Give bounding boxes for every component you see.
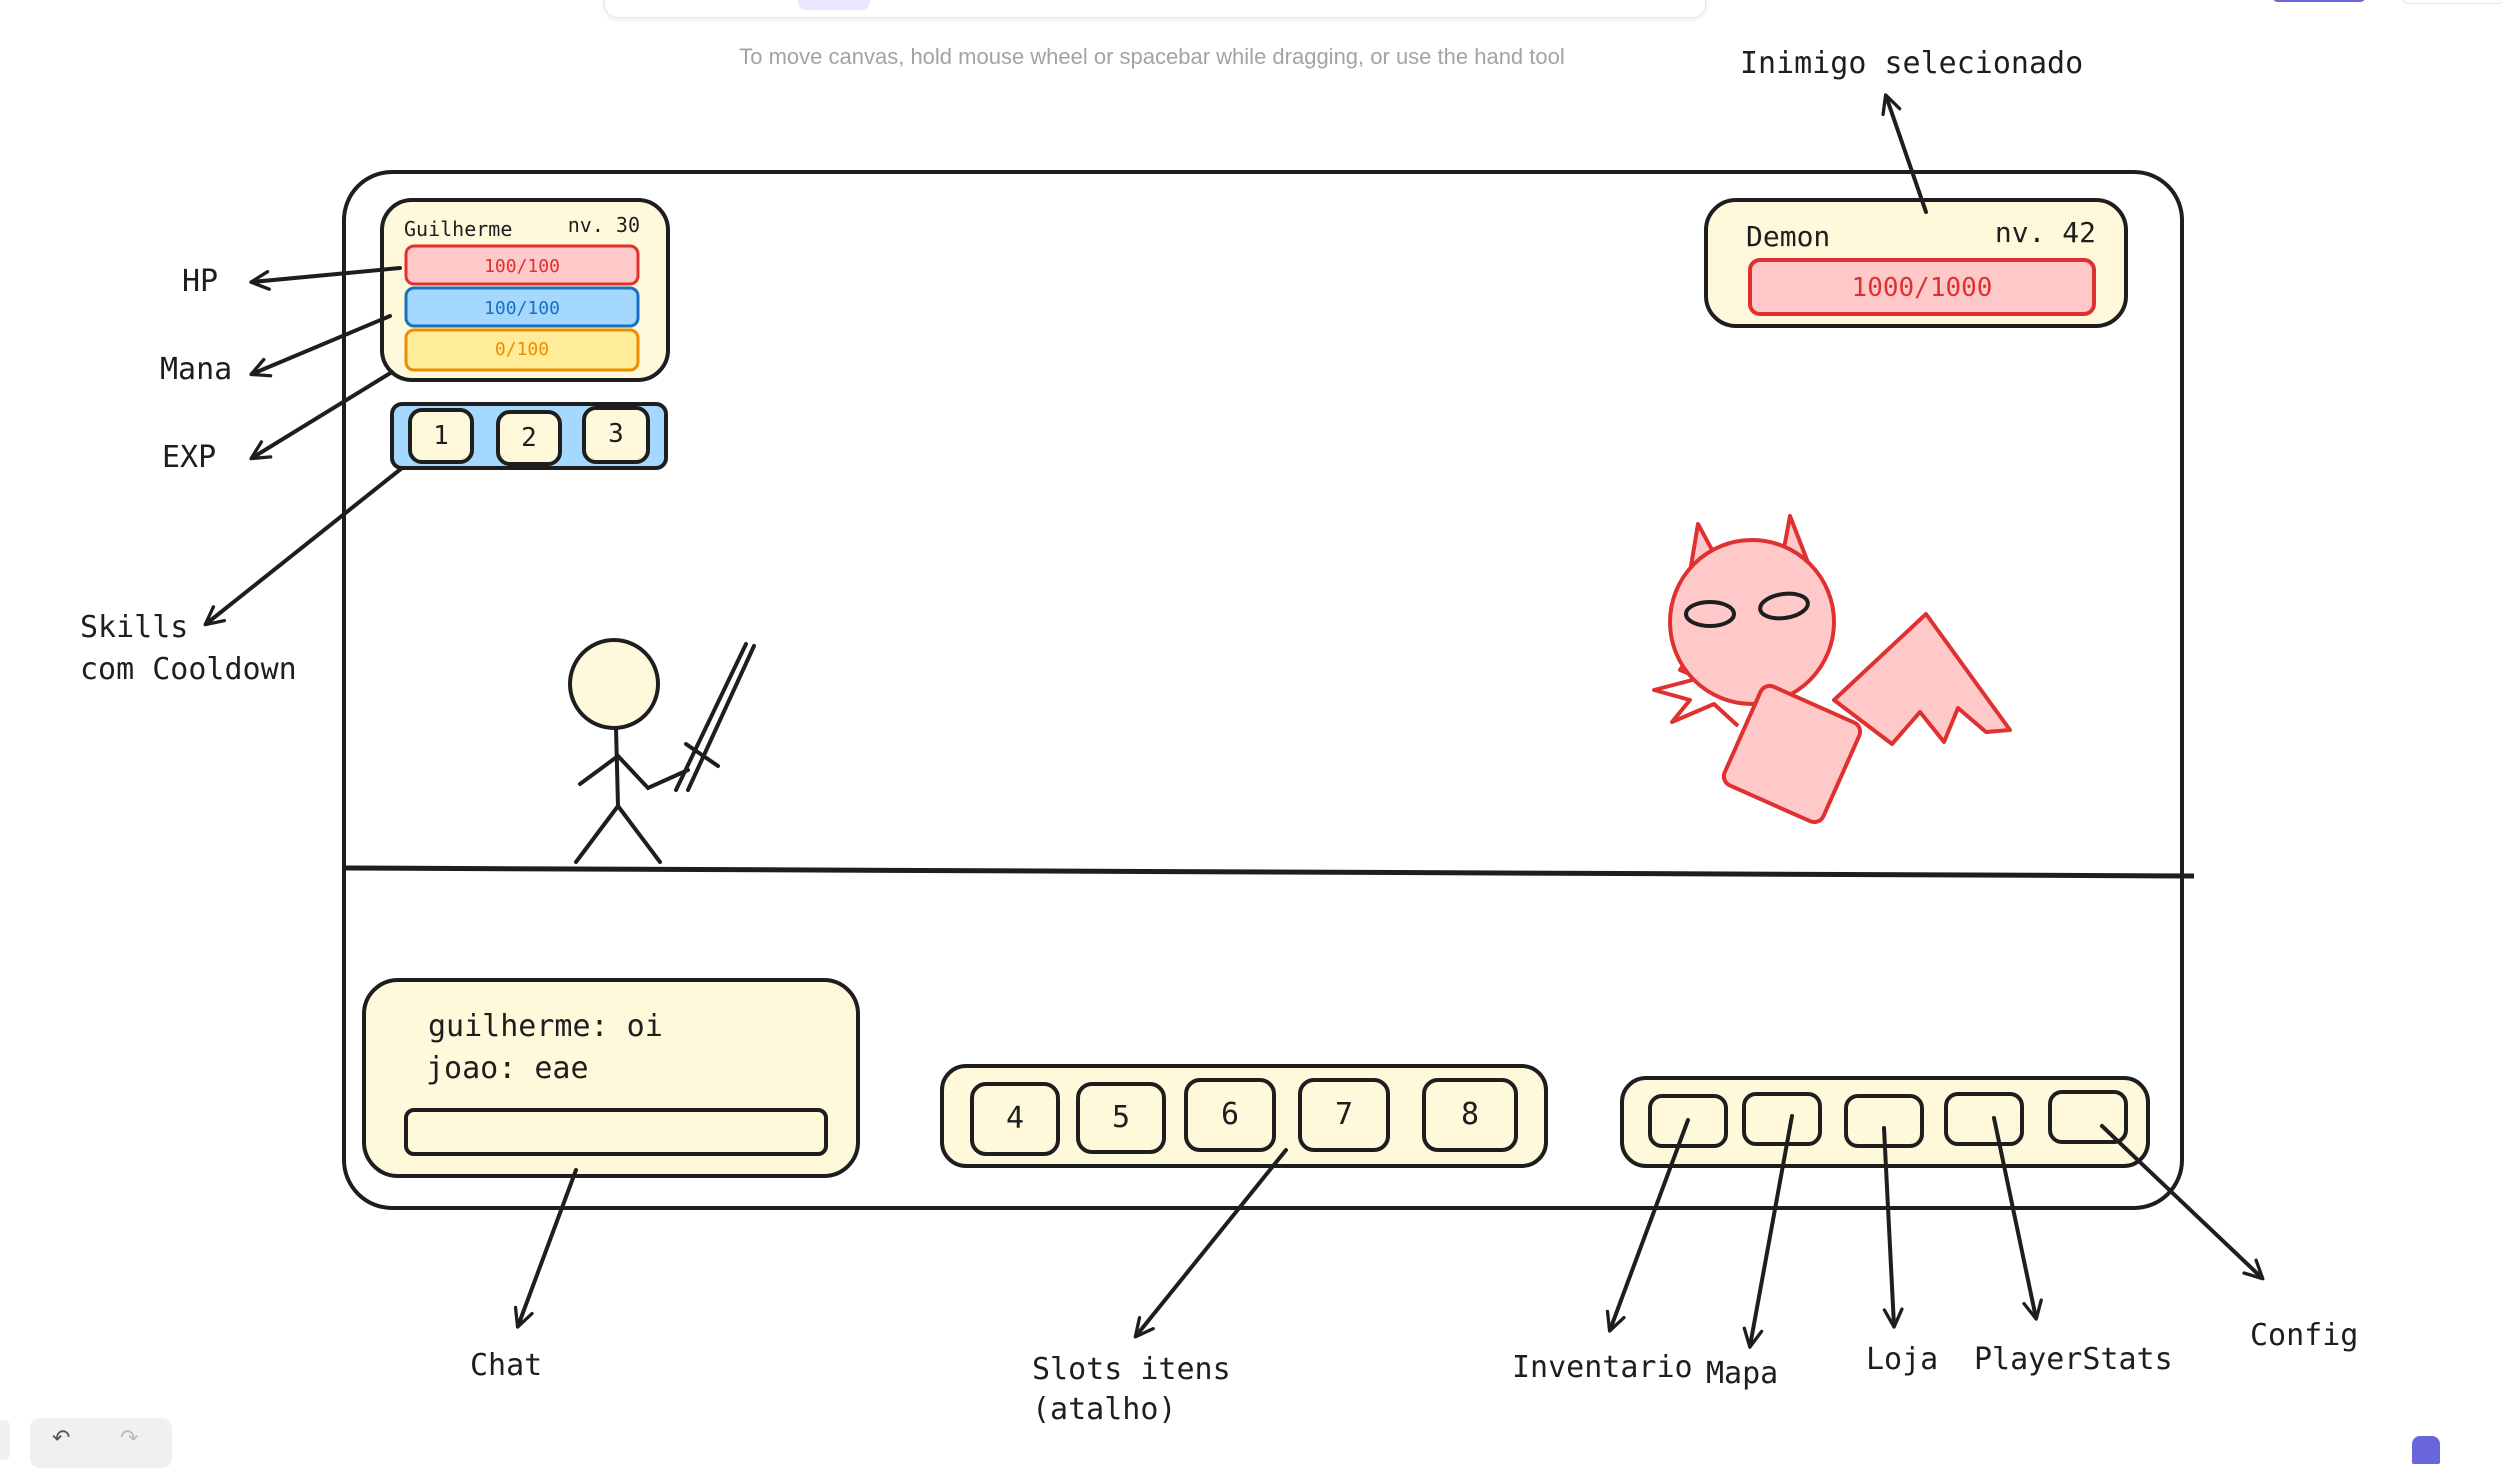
ground-line bbox=[343, 865, 2195, 879]
annotation-mapa: Mapa bbox=[1706, 1356, 1779, 1391]
demon-wing bbox=[1832, 612, 2012, 746]
annotation-exp: EXP bbox=[162, 440, 217, 475]
item-slot-4[interactable]: 4 bbox=[970, 1082, 1060, 1156]
item-slot-label: 6 bbox=[1221, 1097, 1239, 1132]
annotation-skills-line2: com Cooldown bbox=[80, 652, 297, 687]
arrow-chat bbox=[513, 1168, 578, 1329]
annotation-skills-line1: Skills bbox=[80, 610, 189, 645]
player-level: nv. 30 bbox=[568, 213, 640, 237]
annotation-selected-enemy: Inimigo selecionado bbox=[1740, 46, 2084, 81]
demon-wing-left bbox=[1652, 638, 1740, 728]
demon-enemy[interactable] bbox=[1652, 514, 2012, 825]
enemy-hp-bar bbox=[1748, 258, 2096, 316]
item-slot-label: 4 bbox=[1006, 1101, 1024, 1136]
toolbar-selected-tool[interactable] bbox=[798, 0, 870, 10]
item-slot-8[interactable]: 8 bbox=[1422, 1078, 1518, 1152]
item-slot-label: 7 bbox=[1335, 1097, 1353, 1132]
chat-line-1: guilherme: oi bbox=[428, 1009, 663, 1044]
annotation-mana: Mana bbox=[160, 352, 233, 387]
enemy-name: Demon bbox=[1746, 220, 1830, 253]
player-character bbox=[568, 638, 756, 864]
arrow-loja bbox=[1882, 1126, 1904, 1329]
item-slot-label: 8 bbox=[1461, 1097, 1479, 1132]
item-slot-6[interactable]: 6 bbox=[1184, 1078, 1276, 1152]
arrow-hp bbox=[249, 266, 402, 291]
arrow-inventario bbox=[1605, 1118, 1690, 1333]
enemy-level: nv. 42 bbox=[1995, 216, 2096, 249]
arrow-skills bbox=[203, 466, 404, 627]
annotation-loja: Loja bbox=[1866, 1342, 1939, 1377]
canvas-hint: To move canvas, hold mouse wheel or spac… bbox=[739, 44, 1565, 69]
share-button[interactable] bbox=[2272, 0, 2366, 2]
arrow-mana bbox=[249, 314, 392, 378]
player-exp-bar bbox=[404, 328, 640, 372]
enemy-hp-value: 1000/1000 bbox=[1852, 273, 1993, 303]
config-button[interactable] bbox=[2048, 1090, 2128, 1144]
arrow-selected-enemy bbox=[1881, 93, 1928, 214]
redo-icon[interactable]: ↷ bbox=[120, 1426, 139, 1451]
player-mana-value: 100/100 bbox=[484, 298, 560, 319]
annotation-arrows bbox=[203, 93, 2265, 1349]
player-exp-value: 0/100 bbox=[495, 339, 549, 360]
player-hp-value: 100/100 bbox=[484, 256, 560, 277]
player-mana-bar bbox=[404, 286, 640, 328]
arrow-mapa bbox=[1742, 1114, 1794, 1349]
chat-input[interactable] bbox=[404, 1108, 828, 1156]
skill-slot-label: 2 bbox=[521, 423, 537, 453]
game-frame bbox=[342, 170, 2184, 1210]
skill-slot-label: 3 bbox=[608, 419, 624, 449]
skill-slot-2[interactable]: 2 bbox=[496, 410, 562, 466]
demon-eye-left bbox=[1684, 600, 1736, 628]
annotation-playerstats: PlayerStats bbox=[1974, 1342, 2173, 1377]
arrow-exp bbox=[249, 370, 394, 461]
item-slot-7[interactable]: 7 bbox=[1298, 1078, 1390, 1152]
demon-head bbox=[1668, 538, 1836, 706]
skill-slot-3[interactable]: 3 bbox=[582, 406, 650, 464]
annotation-slots-line1: Slots itens bbox=[1032, 1352, 1231, 1387]
demon-eye-right bbox=[1758, 591, 1810, 621]
playerstats-button[interactable] bbox=[1944, 1092, 2024, 1146]
arrow-config bbox=[2100, 1124, 2265, 1281]
skill-slot-label: 1 bbox=[433, 421, 449, 451]
map-button[interactable] bbox=[1742, 1092, 1822, 1146]
menu-edge-button[interactable] bbox=[0, 1420, 10, 1460]
player-name: Guilherme bbox=[404, 217, 512, 241]
annotation-slots-line2: (atalho) bbox=[1032, 1392, 1177, 1427]
item-slot-5[interactable]: 5 bbox=[1076, 1082, 1166, 1154]
arrow-playerstats bbox=[1992, 1116, 2043, 1321]
annotation-inventario: Inventario bbox=[1512, 1350, 1693, 1385]
player-hp-bar bbox=[404, 244, 640, 286]
skill-slot-1[interactable]: 1 bbox=[408, 408, 474, 464]
item-slot-label: 5 bbox=[1112, 1100, 1130, 1135]
demon-body bbox=[1721, 683, 1863, 825]
annotation-config: Config bbox=[2250, 1318, 2359, 1353]
chat-line-2: joao: eae bbox=[426, 1051, 589, 1086]
arrow-slots bbox=[1133, 1148, 1288, 1339]
annotation-hp: HP bbox=[182, 264, 219, 299]
sword-icon bbox=[674, 642, 756, 792]
annotation-chat: Chat bbox=[470, 1348, 543, 1383]
undo-icon[interactable]: ↶ bbox=[52, 1426, 71, 1451]
